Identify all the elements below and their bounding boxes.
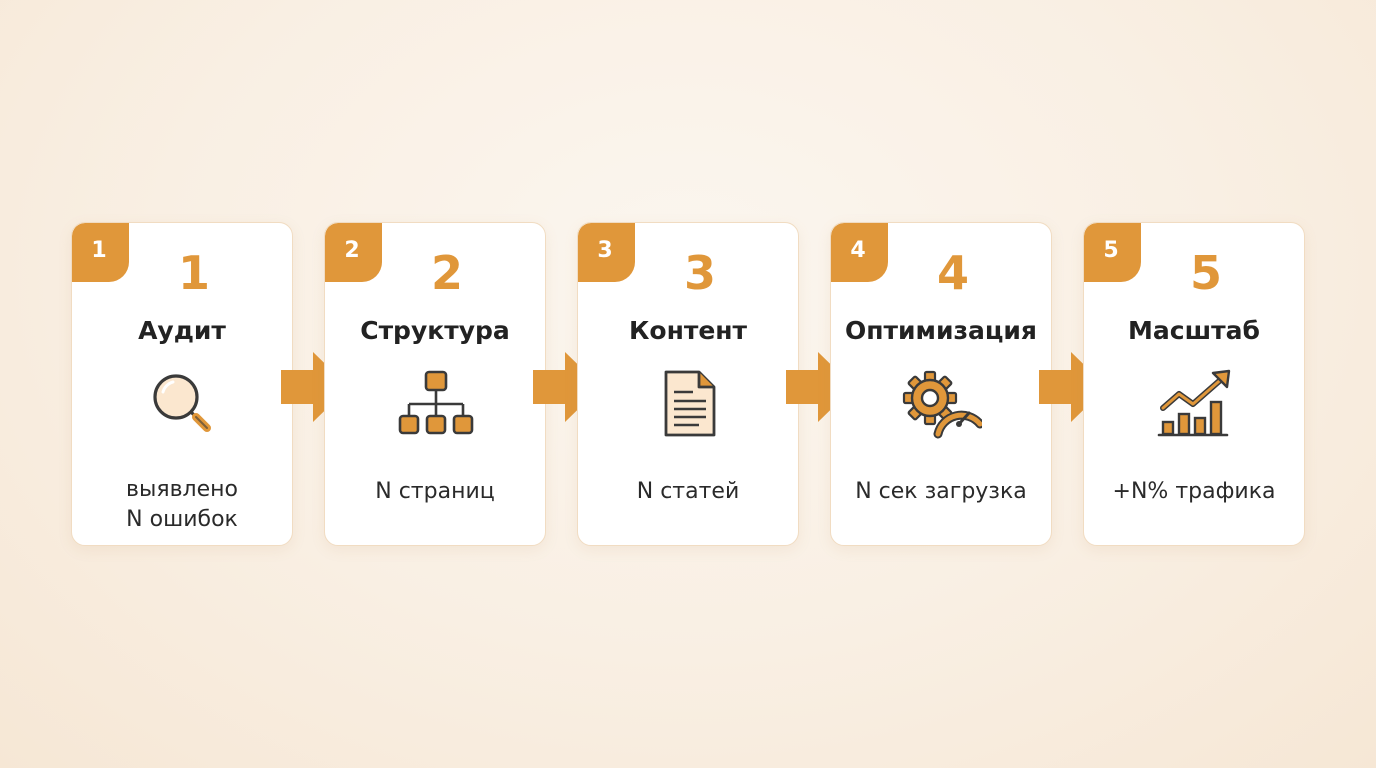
step-badge: 4 — [831, 223, 888, 282]
document-icon — [664, 370, 716, 437]
step-metric: +N% трафика — [1112, 479, 1276, 504]
step-metric: N страниц — [375, 479, 495, 504]
step-title: Масштаб — [1128, 316, 1260, 345]
magnifier-icon — [153, 374, 211, 432]
step-card-audit: 1 1 Аудит выявлено N ошибок — [71, 222, 293, 546]
step-title: Структура — [360, 316, 510, 345]
step-badge: 1 — [72, 223, 129, 282]
step-badge: 2 — [325, 223, 382, 282]
step-metric: N сек загрузка — [855, 479, 1027, 504]
step-card-content: 3 3 Контент N статей — [577, 222, 799, 546]
step-card-optimization: 4 4 Оптимизация — [830, 222, 1052, 546]
step-metric: выявлено N ошибок — [126, 477, 238, 532]
step-card-scale: 5 5 Масштаб +N% трафика — [1083, 222, 1305, 546]
step-badge: 3 — [578, 223, 635, 282]
step-title: Аудит — [138, 316, 226, 345]
step-number: 3 — [683, 246, 716, 300]
growth-chart-icon — [1157, 369, 1231, 437]
step-number: 2 — [430, 246, 463, 300]
step-number: 4 — [936, 246, 969, 300]
sitemap-icon — [398, 370, 474, 435]
step-title: Контент — [628, 316, 748, 345]
step-number: 1 — [177, 246, 210, 300]
step-card-structure: 2 2 Структура N страниц — [324, 222, 546, 546]
step-metric: N статей — [636, 479, 740, 504]
step-title: Оптимизация — [845, 316, 1037, 345]
arrow-right-icon — [1039, 352, 1107, 422]
arrow-right-icon — [786, 352, 854, 422]
gear-speedometer-icon — [902, 370, 982, 439]
step-badge: 5 — [1084, 223, 1141, 282]
arrow-right-icon — [533, 352, 601, 422]
step-number: 5 — [1189, 246, 1222, 300]
arrow-right-icon — [281, 352, 349, 422]
